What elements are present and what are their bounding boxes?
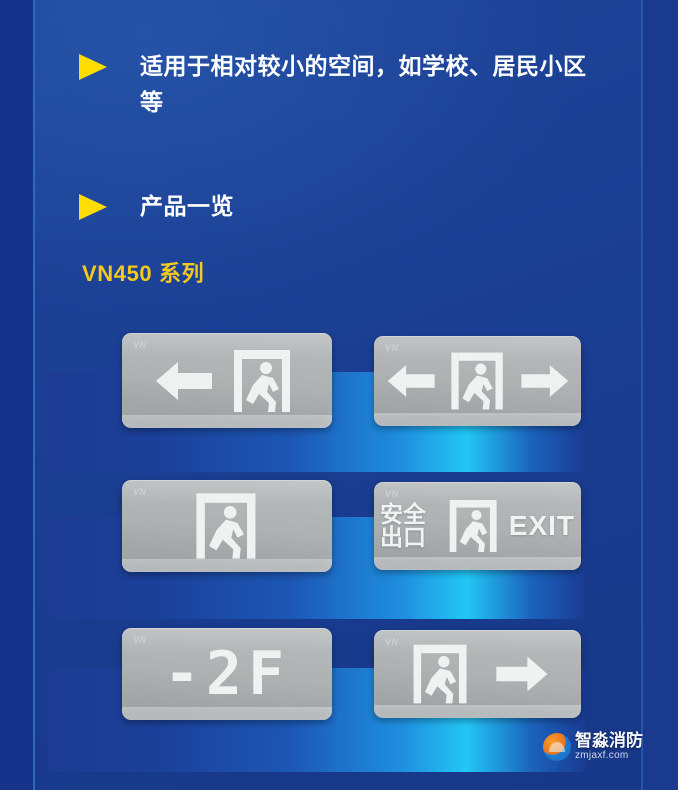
- right-margin-bar: [643, 0, 678, 790]
- left-accent-line: [33, 0, 35, 790]
- brand-mark-label: VN: [385, 637, 399, 647]
- watermark: 智淼消防 zmjaxf.com: [543, 732, 643, 761]
- running-man-door-icon: [413, 644, 467, 704]
- brand-mark-label: VN: [385, 343, 399, 353]
- brand-mark-label: VN: [133, 635, 147, 645]
- zm-flame-logo-icon: [543, 732, 571, 761]
- running-man-door-icon: [196, 493, 256, 559]
- arrow-left-icon: [156, 361, 212, 400]
- product-sign-row2-right[interactable]: VN 安全出口 EXIT: [374, 482, 581, 570]
- watermark-url: zmjaxf.com: [575, 750, 629, 761]
- triangle-right-icon: [79, 194, 107, 220]
- sign-text-chinese: 安全出口: [380, 501, 426, 550]
- floor-indicator-text: -2F: [163, 639, 291, 709]
- product-sign-row3-left[interactable]: VN -2F: [122, 628, 332, 720]
- product-sign-row3-right[interactable]: VN: [374, 630, 581, 718]
- triangle-right-icon: [79, 54, 107, 80]
- bullet-item-product-overview: 产品一览: [79, 188, 599, 224]
- product-sign-row2-left[interactable]: VN: [122, 480, 332, 572]
- running-man-door-icon: [450, 352, 503, 410]
- brand-mark-label: VN: [133, 340, 147, 350]
- bullet-item-application-scope: 适用于相对较小的空间，如学校、居民小区等: [79, 48, 599, 120]
- product-sign-row1-right[interactable]: VN: [374, 336, 581, 426]
- arrow-right-icon: [495, 656, 547, 692]
- arrow-right-icon: [520, 365, 568, 397]
- product-sign-row1-left[interactable]: VN: [122, 333, 332, 428]
- running-man-door-icon: [234, 349, 290, 412]
- watermark-brand-name: 智淼消防: [575, 731, 643, 750]
- bullet-text: 产品一览: [140, 193, 234, 219]
- running-man-door-icon: [449, 500, 497, 552]
- sign-text-english: EXIT: [508, 510, 575, 541]
- brand-mark-label: VN: [385, 489, 399, 499]
- right-accent-line: [641, 0, 643, 790]
- bullet-text: 适用于相对较小的空间，如学校、居民小区等: [140, 53, 587, 115]
- series-heading: VN450 系列: [82, 261, 205, 286]
- brand-mark-label: VN: [133, 487, 147, 497]
- arrow-left-icon: [387, 365, 435, 397]
- left-margin-bar: [0, 0, 34, 790]
